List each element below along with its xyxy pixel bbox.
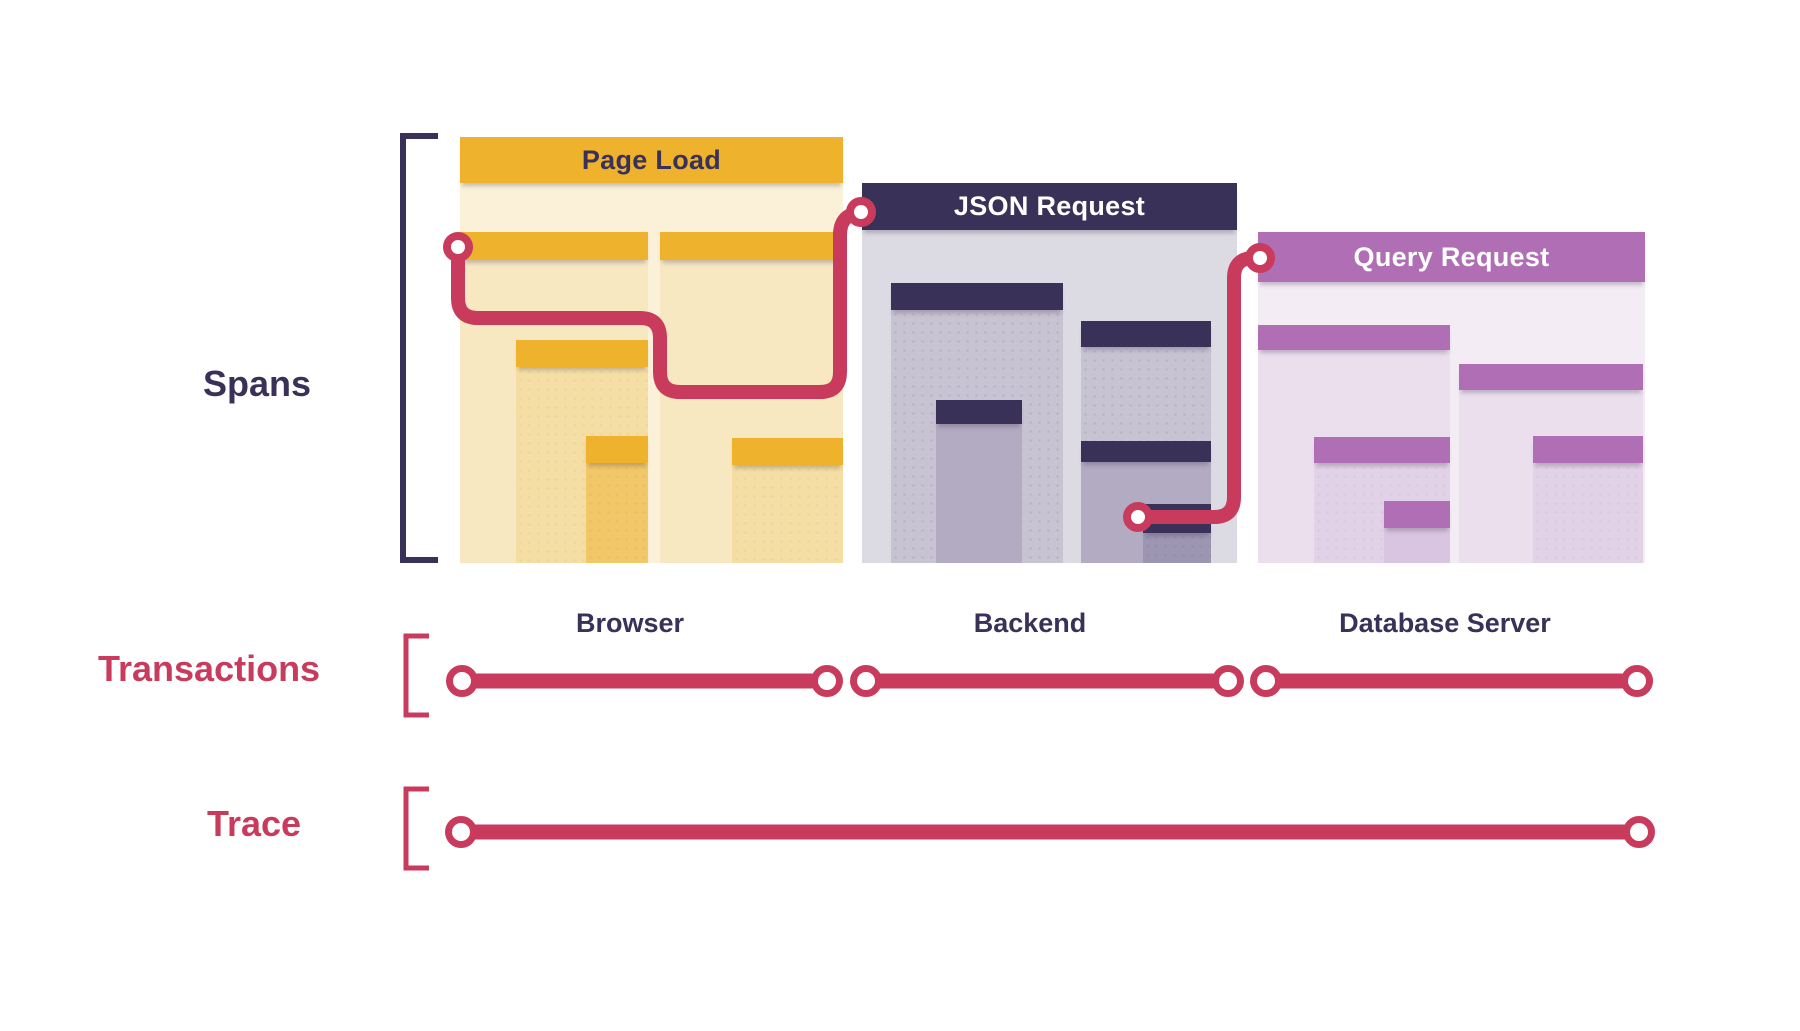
service-label-database: Database Server (1339, 608, 1551, 638)
backend-span-body (1143, 533, 1211, 563)
backend-span-bar (1143, 504, 1211, 533)
transactions-bracket (403, 633, 429, 718)
browser-span-body (732, 465, 843, 563)
database-span-bar (1384, 501, 1450, 528)
backend-span-body (936, 424, 1022, 563)
browser-window-header: Page Load (460, 137, 843, 183)
database-span-bar (1459, 364, 1643, 390)
service-label-browser: Browser (575, 608, 685, 638)
transaction-node (1621, 665, 1653, 697)
transaction-node (811, 665, 843, 697)
trace-node-start (445, 816, 477, 848)
database-span-body (1384, 528, 1450, 563)
transaction-node (446, 665, 478, 697)
database-span-bar (1258, 325, 1450, 350)
service-label-backend: Backend (973, 608, 1087, 638)
trace-label: Trace (207, 803, 302, 844)
transaction-node (1212, 665, 1244, 697)
backend-window-header: JSON Request (862, 183, 1237, 230)
browser-span-bar (460, 232, 648, 260)
database-span-bar (1314, 437, 1450, 463)
database-window-header: Query Request (1258, 232, 1645, 282)
browser-span-bar (732, 438, 843, 465)
backend-span-bar (1081, 321, 1211, 347)
browser-span-bar (660, 232, 843, 260)
database-span-bar (1533, 436, 1643, 463)
spans-bracket (400, 133, 438, 563)
backend-span-bar (1081, 441, 1211, 462)
spans-label: Spans (203, 363, 312, 404)
browser-span-body (586, 463, 648, 563)
backend-span-bar (891, 283, 1063, 310)
database-span-body (1533, 463, 1643, 563)
trace-bracket (403, 786, 429, 871)
transaction-node (850, 665, 882, 697)
transaction-node (1250, 665, 1282, 697)
browser-span-bar (586, 436, 648, 463)
trace-node-end (1623, 816, 1655, 848)
backend-span-bar (936, 400, 1022, 424)
transactions-label: Transactions (98, 648, 321, 689)
browser-span-bar (516, 340, 648, 367)
